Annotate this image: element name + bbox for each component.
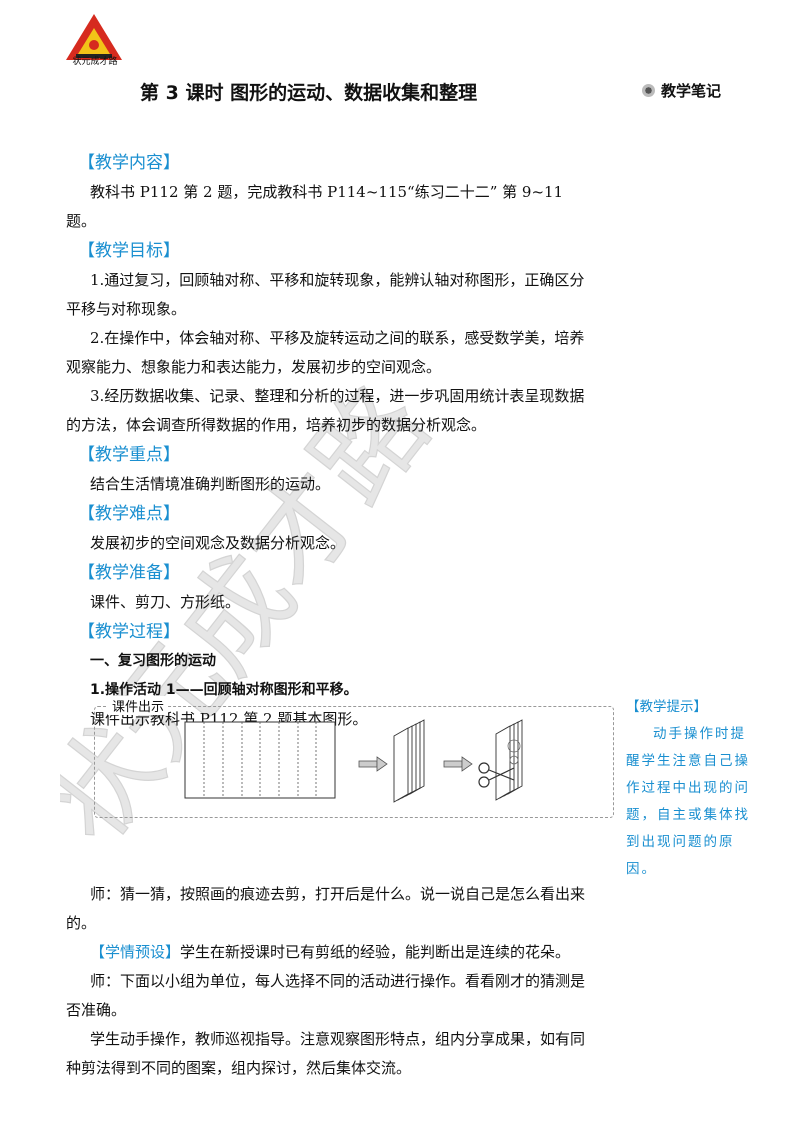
section-heading-prep: 【教学准备】 (78, 563, 180, 583)
section-heading-process: 【教学过程】 (78, 622, 180, 642)
logo-text: 状元成才路 (72, 57, 118, 67)
folded-stack-cut (495, 719, 523, 801)
folded-paper-stack (393, 719, 425, 803)
content-text: 教科书 P112 第 2 题，完成教科书 P114~115“练习二十二” 第 9… (66, 183, 564, 230)
section-heading-goals: 【教学目标】 (78, 241, 180, 261)
teacher-line-1: 师：猜一猜，按照画的痕迹去剪，打开后是什么。说一说自己是怎么看出来的。 (66, 885, 586, 932)
preset-text: 学生在新授课时已有剪纸的经验，能判断出是连续的花朵。 (180, 943, 571, 961)
key-text: 结合生活情境准确判断图形的运动。 (90, 475, 331, 493)
side-tip-title: 【教学提示】 (626, 699, 707, 715)
scissors-icon (478, 762, 515, 788)
students-line: 学生动手操作，教师巡视指导。注意观察图形特点，组内分享成果，如有同种剪法得到不同… (66, 1030, 586, 1077)
preset-paragraph: 【学情预设】学生在新授课时已有剪纸的经验，能判断出是连续的花朵。 (66, 938, 596, 967)
part-1-heading: 一、复习图形的运动 (90, 653, 216, 669)
logo-icon (66, 14, 122, 60)
side-tip: 【教学提示】 动手操作时提醒学生注意自己操作过程中出现的问题，自主或集体找到出现… (626, 694, 752, 883)
goal-1: 1.通过复习，回顾轴对称、平移和旋转现象，能辨认轴对称图形，正确区分平移与对称现… (66, 271, 585, 318)
page-title: 第 3 课时 图形的运动、数据收集和整理 (140, 82, 478, 104)
notes-tag: 教学笔记 (642, 80, 721, 101)
bullet-icon (642, 84, 655, 97)
figure-box (94, 706, 614, 818)
side-tip-body: 动手操作时提醒学生注意自己操作过程中出现的问题，自主或集体找到出现问题的原因。 (626, 726, 750, 877)
section-heading-key: 【教学重点】 (78, 445, 180, 465)
difficulty-text: 发展初步的空间观念及数据分析观念。 (90, 534, 346, 552)
notes-tag-label: 教学笔记 (661, 82, 722, 100)
section-heading-difficulty: 【教学难点】 (78, 504, 180, 524)
main-content: 【教学内容】 教科书 P112 第 2 题，完成教科书 P114~115“练习二… (66, 148, 596, 1083)
goal-3: 3.经历数据收集、记录、整理和分析的过程，进一步巩固用统计表呈现数据的方法，体会… (66, 387, 585, 434)
flower-outline (507, 739, 521, 765)
figure-label: 课件出示 (108, 696, 169, 715)
prep-text: 课件、剪刀、方形纸。 (90, 593, 241, 611)
arrow-right-icon (358, 756, 388, 772)
goal-2: 2.在操作中，体会轴对称、平移及旋转运动之间的联系，感受数学美，培养观察能力、想… (66, 329, 585, 376)
arrow-right-icon (443, 756, 473, 772)
preset-label: 【学情预设】 (90, 943, 181, 961)
section-heading-content: 【教学内容】 (78, 153, 180, 173)
activity-1-heading: 1.操作活动 1——回顾轴对称图形和平移。 (90, 682, 358, 698)
paper-cutting-figure (184, 719, 523, 803)
teacher-line-2: 师：下面以小组为单位，每人选择不同的活动进行操作。看看刚才的猜测是否准确。 (66, 972, 586, 1019)
